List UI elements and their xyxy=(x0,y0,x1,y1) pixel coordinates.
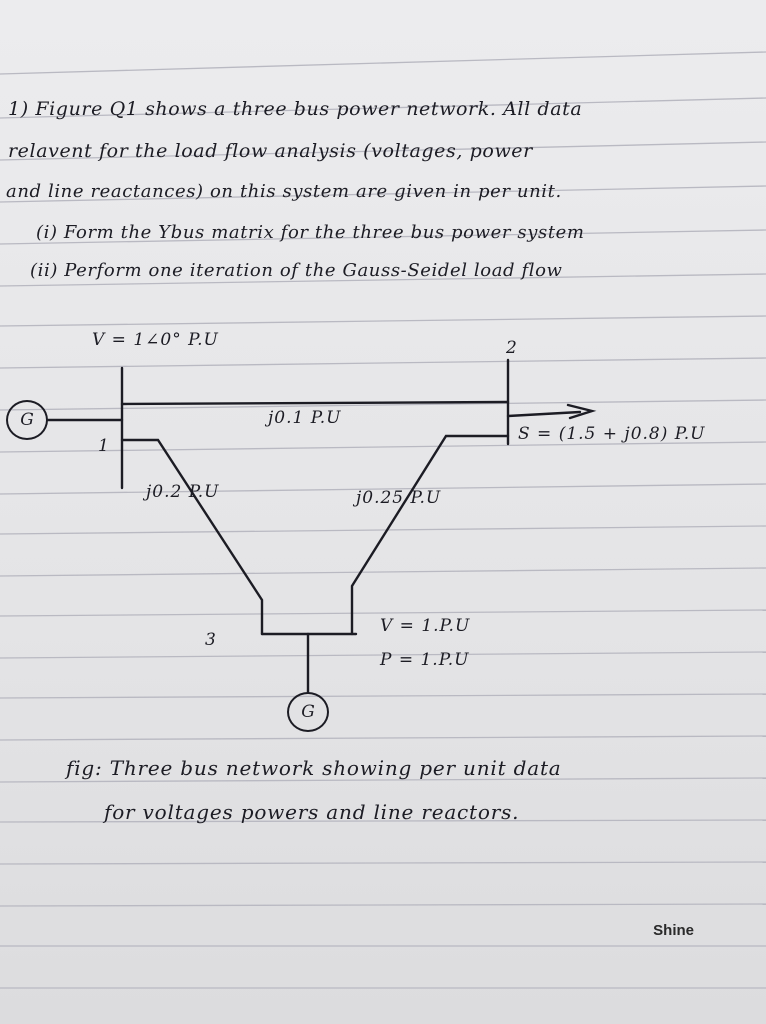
bus3-power-label: P = 1.P.U xyxy=(380,650,470,670)
bus3-voltage-label: V = 1.P.U xyxy=(380,616,471,636)
bus3-number: 3 xyxy=(205,630,217,650)
bus1-voltage-label: V = 1∠0° P.U xyxy=(92,330,219,350)
line-1-3-reactance: j0.2 P.U xyxy=(146,482,220,502)
question-line-4: (i) Form the Ybus matrix for the three b… xyxy=(36,222,585,243)
line-1-2-reactance: j0.1 P.U xyxy=(268,408,342,428)
generator-bus3: G xyxy=(287,692,329,732)
line-2-3 xyxy=(350,434,510,636)
load-arrow-icon xyxy=(566,403,597,420)
question-line-2: relavent for the load flow analysis (vol… xyxy=(8,140,533,162)
figure-caption-line-1: fig: Three bus network showing per unit … xyxy=(66,756,562,780)
question-line-1: 1) Figure Q1 shows a three bus power net… xyxy=(8,98,583,120)
question-line-5: (ii) Perform one iteration of the Gauss-… xyxy=(30,260,563,281)
line-1-2 xyxy=(120,400,510,406)
bus2-load-label: S = (1.5 + j0.8) P.U xyxy=(518,424,706,444)
line-2-3-reactance: j0.25 P.U xyxy=(356,488,442,508)
question-line-3: and line reactances) on this system are … xyxy=(6,181,562,202)
bus1-number: 1 xyxy=(98,436,110,456)
generator-bus1: G xyxy=(6,400,48,440)
figure-caption-line-2: for voltages powers and line reactors. xyxy=(104,800,520,824)
line-1-3 xyxy=(120,438,264,636)
bus2-number: 2 xyxy=(506,338,518,358)
notebook-brand: Shine xyxy=(653,922,694,939)
load-connection xyxy=(506,410,582,418)
